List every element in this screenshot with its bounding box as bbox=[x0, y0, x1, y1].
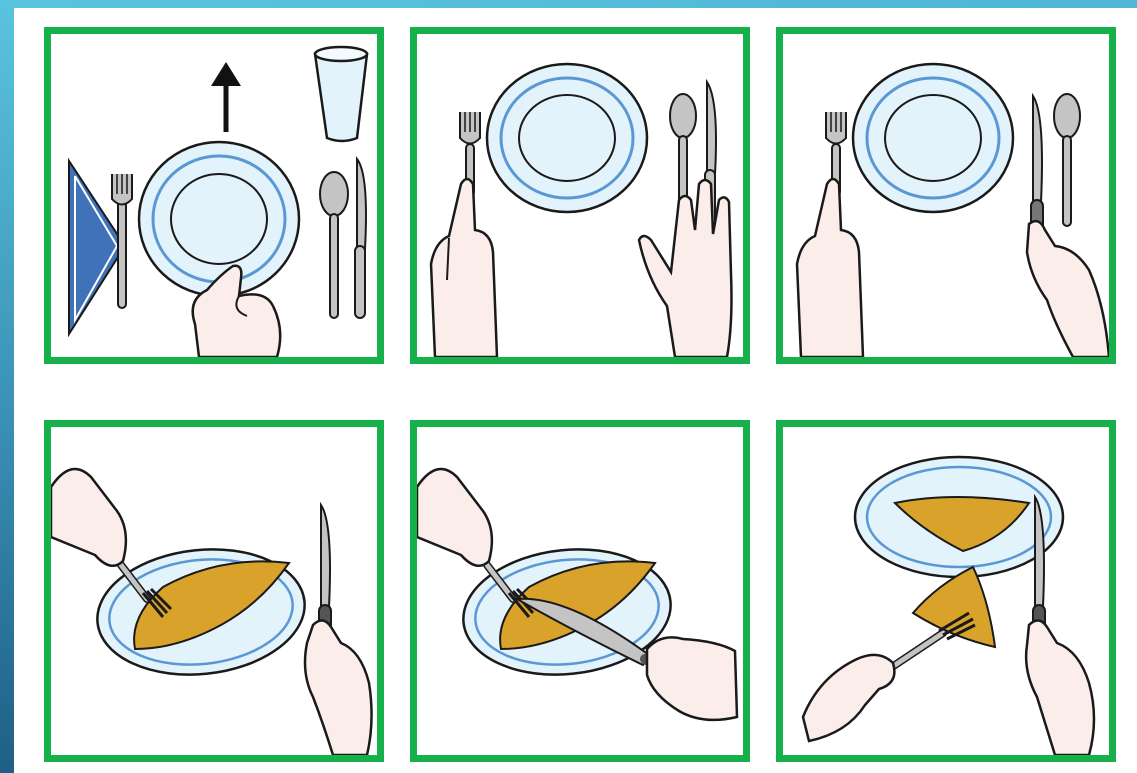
hand-icon bbox=[645, 636, 739, 722]
hand-icon bbox=[191, 264, 282, 357]
glass-icon bbox=[313, 45, 369, 143]
step-panel-2 bbox=[410, 27, 750, 364]
step-panel-1 bbox=[44, 27, 384, 364]
knife-icon bbox=[354, 156, 367, 319]
food-icon bbox=[892, 496, 1031, 553]
step-panel-3 bbox=[776, 27, 1116, 364]
hand-icon bbox=[1025, 219, 1109, 357]
napkin-icon bbox=[68, 157, 127, 338]
hand-icon bbox=[417, 467, 494, 568]
spoon-icon bbox=[319, 171, 349, 319]
plate-icon bbox=[137, 140, 301, 298]
step-panel-4 bbox=[44, 420, 384, 762]
hand-icon bbox=[801, 653, 896, 743]
food-icon bbox=[911, 565, 997, 649]
hand-icon bbox=[303, 619, 373, 755]
fork-icon bbox=[111, 174, 133, 309]
step-panel-5 bbox=[410, 420, 750, 762]
hand-icon bbox=[1024, 619, 1096, 755]
step-panel-6 bbox=[776, 420, 1116, 762]
hand-icon bbox=[637, 178, 733, 357]
top-accent-band bbox=[0, 0, 1137, 8]
up-arrow-icon bbox=[211, 62, 241, 132]
hand-icon bbox=[51, 467, 128, 568]
left-accent-band bbox=[0, 0, 14, 773]
plate-icon bbox=[485, 62, 649, 214]
hand-icon bbox=[429, 177, 499, 357]
plate-icon bbox=[851, 62, 1015, 214]
spoon-icon bbox=[1053, 93, 1081, 227]
fork-icon bbox=[117, 561, 173, 618]
hand-icon bbox=[795, 177, 865, 357]
